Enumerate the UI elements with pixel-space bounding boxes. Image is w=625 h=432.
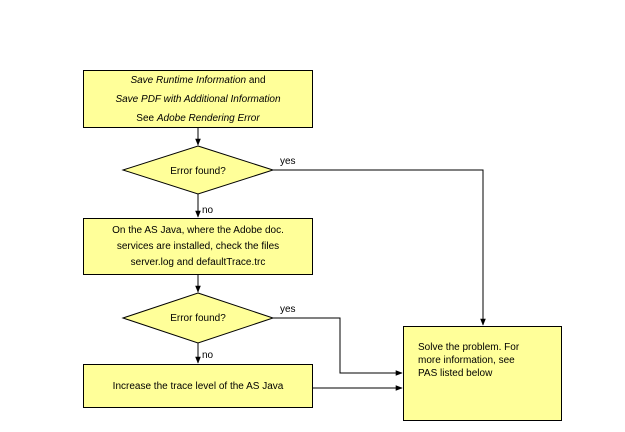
arrow-decision1-yes [273,169,486,326]
step-increase-trace-level-box: Increase the trace level of the AS Java [83,364,313,408]
box2-line2: services are installed, check the files [116,240,280,252]
decision1-yes-label: yes [280,156,296,167]
box4-line2: more information, see [418,355,515,366]
box2-line3: server.log and defaultTrace.trc [130,256,266,268]
box1-line3-italic: Adobe Rendering Error [156,112,260,124]
box2-line1: On the AS Java, where the Adobe doc. [112,224,284,236]
arrow-decision2-yes [273,317,403,376]
box4-line3: PAS listed below [418,368,493,379]
decision2-no-label: no [202,350,214,361]
box1-line1-italic: Save Runtime Information [130,74,247,86]
decision2-text: Error found? [170,313,226,324]
box1-line3-prefix: See [136,112,157,124]
step-save-runtime-info-box: Save Runtime Information and Save PDF wi… [83,70,313,128]
box1-line2: Save PDF with Additional Information [115,93,281,105]
decision2-yes-label: yes [280,304,296,315]
decision1-text: Error found? [170,166,226,177]
step-solve-problem-box: Solve the problem. For more information,… [403,326,562,421]
box1-line1: Save Runtime Information and [130,71,265,90]
box1-line3: See Adobe Rendering Error [136,109,259,128]
step-check-log-files-box: On the AS Java, where the Adobe doc. ser… [83,218,313,275]
box1-line1-rest: and [246,74,266,86]
decision1-no-label: no [202,205,214,216]
box4-line1: Solve the problem. For [418,342,520,353]
box3-text: Increase the trace level of the AS Java [112,380,284,392]
